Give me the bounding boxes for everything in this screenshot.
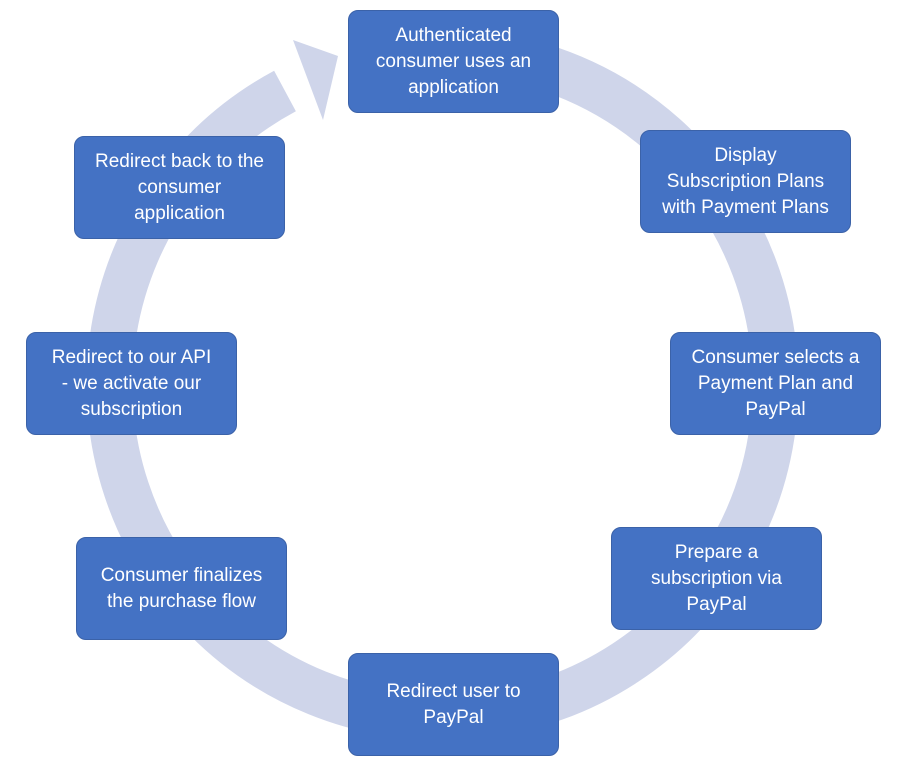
step-select-payment-plan: Consumer selects a Payment Plan and PayP… bbox=[670, 332, 881, 435]
arrowhead-icon bbox=[293, 40, 338, 120]
step-redirect-to-api: Redirect to our API - we activate our su… bbox=[26, 332, 237, 435]
step-prepare-subscription: Prepare a subscription via PayPal bbox=[611, 527, 822, 630]
step-redirect-back: Redirect back to the consumer applicatio… bbox=[74, 136, 285, 239]
step-finalize-purchase: Consumer finalizes the purchase flow bbox=[76, 537, 287, 640]
step-redirect-to-paypal: Redirect user to PayPal bbox=[348, 653, 559, 756]
step-authenticated-consumer: Authenticated consumer uses an applicati… bbox=[348, 10, 559, 113]
step-display-plans: Display Subscription Plans with Payment … bbox=[640, 130, 851, 233]
